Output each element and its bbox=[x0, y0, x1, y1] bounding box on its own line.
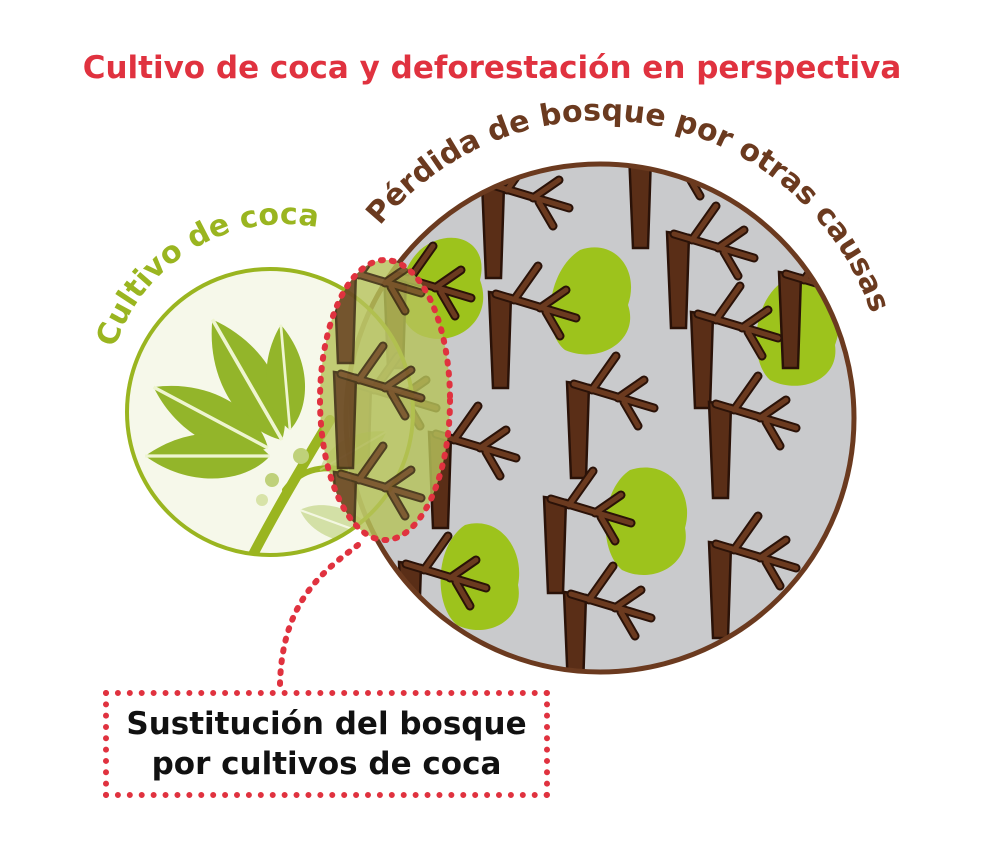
callout-connector bbox=[277, 542, 361, 687]
overlap-dotted-outline bbox=[317, 257, 453, 543]
substitution-callout-text: Sustitución del bosque por cultivos de c… bbox=[126, 704, 526, 784]
callout-line-2: por cultivos de coca bbox=[151, 746, 502, 782]
callout-line-1: Sustitución del bosque bbox=[126, 706, 527, 742]
overlap-zone bbox=[277, 257, 453, 687]
forest-loss-circle bbox=[343, 161, 857, 675]
diagram-title: Cultivo de coca y deforestación en persp… bbox=[83, 50, 902, 86]
substitution-callout-box: Sustitución del bosque por cultivos de c… bbox=[103, 690, 550, 798]
